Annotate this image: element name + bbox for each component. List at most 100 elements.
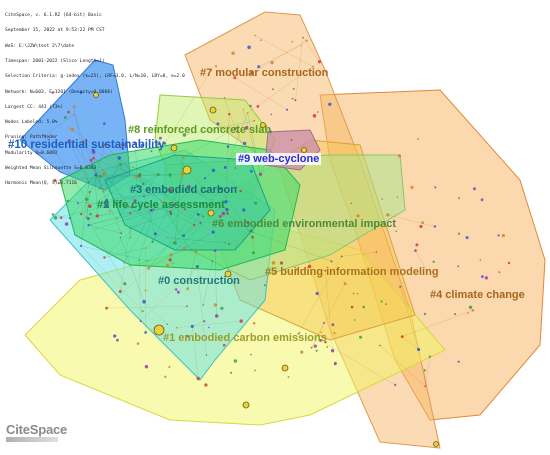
- network-node[interactable]: [117, 156, 121, 160]
- network-node[interactable]: [129, 236, 132, 239]
- network-node[interactable]: [135, 184, 139, 187]
- network-node[interactable]: [105, 204, 110, 208]
- network-node[interactable]: [394, 383, 397, 386]
- network-node[interactable]: [254, 34, 256, 37]
- network-node[interactable]: [89, 158, 93, 162]
- network-node[interactable]: [119, 236, 122, 239]
- cluster-label-10[interactable]: #10 residential sustainability: [8, 139, 165, 151]
- network-node[interactable]: [228, 243, 231, 246]
- network-node[interactable]: [424, 385, 427, 388]
- network-node[interactable]: [236, 130, 238, 133]
- network-node[interactable]: [186, 334, 190, 338]
- network-node[interactable]: [103, 173, 105, 176]
- network-node[interactable]: [235, 186, 238, 189]
- network-node[interactable]: [87, 180, 90, 183]
- network-node[interactable]: [270, 113, 273, 116]
- network-node[interactable]: [103, 122, 106, 125]
- network-node[interactable]: [169, 189, 173, 192]
- network-node[interactable]: [152, 208, 155, 211]
- network-node[interactable]: [397, 154, 402, 158]
- network-node[interactable]: [432, 260, 435, 263]
- network-node[interactable]: [133, 199, 137, 203]
- network-node[interactable]: [144, 207, 146, 209]
- network-node[interactable]: [68, 217, 71, 220]
- network-node[interactable]: [379, 344, 381, 347]
- network-node[interactable]: [313, 344, 317, 348]
- network-node[interactable]: [216, 122, 220, 126]
- network-node[interactable]: [457, 265, 460, 268]
- network-node[interactable]: [261, 130, 264, 133]
- network-node[interactable]: [310, 346, 313, 349]
- network-node[interactable]: [258, 172, 263, 176]
- network-node[interactable]: [396, 196, 399, 198]
- network-node[interactable]: [479, 259, 482, 261]
- network-node[interactable]: [425, 269, 428, 272]
- network-node[interactable]: [312, 65, 315, 68]
- network-node[interactable]: [203, 320, 206, 323]
- network-node[interactable]: [215, 314, 219, 318]
- network-node[interactable]: [87, 217, 90, 220]
- cluster-label-7[interactable]: #7 modular construction: [200, 67, 329, 79]
- network-node[interactable]: [235, 244, 237, 247]
- network-node[interactable]: [386, 213, 390, 217]
- network-node[interactable]: [214, 65, 218, 68]
- network-node[interactable]: [168, 258, 172, 262]
- network-node[interactable]: [165, 264, 170, 268]
- network-node[interactable]: [85, 197, 89, 201]
- network-node[interactable]: [213, 303, 218, 307]
- network-node[interactable]: [501, 234, 505, 238]
- network-node[interactable]: [210, 69, 212, 72]
- network-node[interactable]: [123, 261, 126, 264]
- network-node[interactable]: [186, 287, 190, 291]
- network-node[interactable]: [250, 229, 253, 232]
- network-node[interactable]: [183, 246, 187, 250]
- network-node[interactable]: [177, 290, 180, 294]
- network-node[interactable]: [174, 288, 178, 291]
- network-node[interactable]: [253, 201, 258, 205]
- network-node[interactable]: [315, 291, 319, 296]
- network-node[interactable]: [169, 210, 172, 214]
- network-node[interactable]: [458, 197, 460, 200]
- network-node[interactable]: [140, 143, 144, 147]
- network-node[interactable]: [72, 105, 76, 109]
- network-node[interactable]: [168, 173, 172, 177]
- hub-node[interactable]: [207, 209, 215, 217]
- hull-cluster-3[interactable]: [104, 154, 271, 251]
- network-node[interactable]: [202, 304, 204, 306]
- network-node[interactable]: [246, 112, 249, 114]
- network-node[interactable]: [150, 150, 153, 153]
- network-node[interactable]: [385, 303, 387, 305]
- network-node[interactable]: [95, 214, 100, 218]
- network-node[interactable]: [315, 349, 318, 352]
- network-node[interactable]: [173, 241, 177, 245]
- network-node[interactable]: [224, 242, 227, 244]
- network-node[interactable]: [172, 203, 176, 207]
- network-node[interactable]: [120, 232, 123, 235]
- network-node[interactable]: [219, 215, 222, 218]
- network-node[interactable]: [127, 205, 130, 208]
- network-node[interactable]: [269, 130, 272, 133]
- network-node[interactable]: [350, 202, 353, 205]
- network-node[interactable]: [144, 247, 147, 250]
- network-node[interactable]: [340, 255, 343, 258]
- network-node[interactable]: [88, 204, 92, 208]
- network-node[interactable]: [79, 244, 83, 247]
- hub-node[interactable]: [260, 122, 266, 128]
- network-node[interactable]: [307, 264, 312, 269]
- network-node[interactable]: [249, 104, 252, 108]
- network-node[interactable]: [419, 224, 423, 229]
- network-node[interactable]: [286, 108, 289, 111]
- network-node[interactable]: [252, 322, 256, 325]
- network-node[interactable]: [181, 156, 185, 159]
- network-node[interactable]: [139, 320, 142, 323]
- network-node[interactable]: [129, 226, 132, 229]
- network-node[interactable]: [381, 198, 383, 200]
- network-node[interactable]: [233, 127, 237, 130]
- network-node[interactable]: [208, 326, 210, 329]
- network-node[interactable]: [356, 292, 359, 295]
- network-node[interactable]: [247, 45, 251, 50]
- network-node[interactable]: [121, 147, 124, 150]
- network-node[interactable]: [414, 249, 417, 252]
- hub-node[interactable]: [301, 147, 307, 153]
- network-node[interactable]: [350, 305, 354, 309]
